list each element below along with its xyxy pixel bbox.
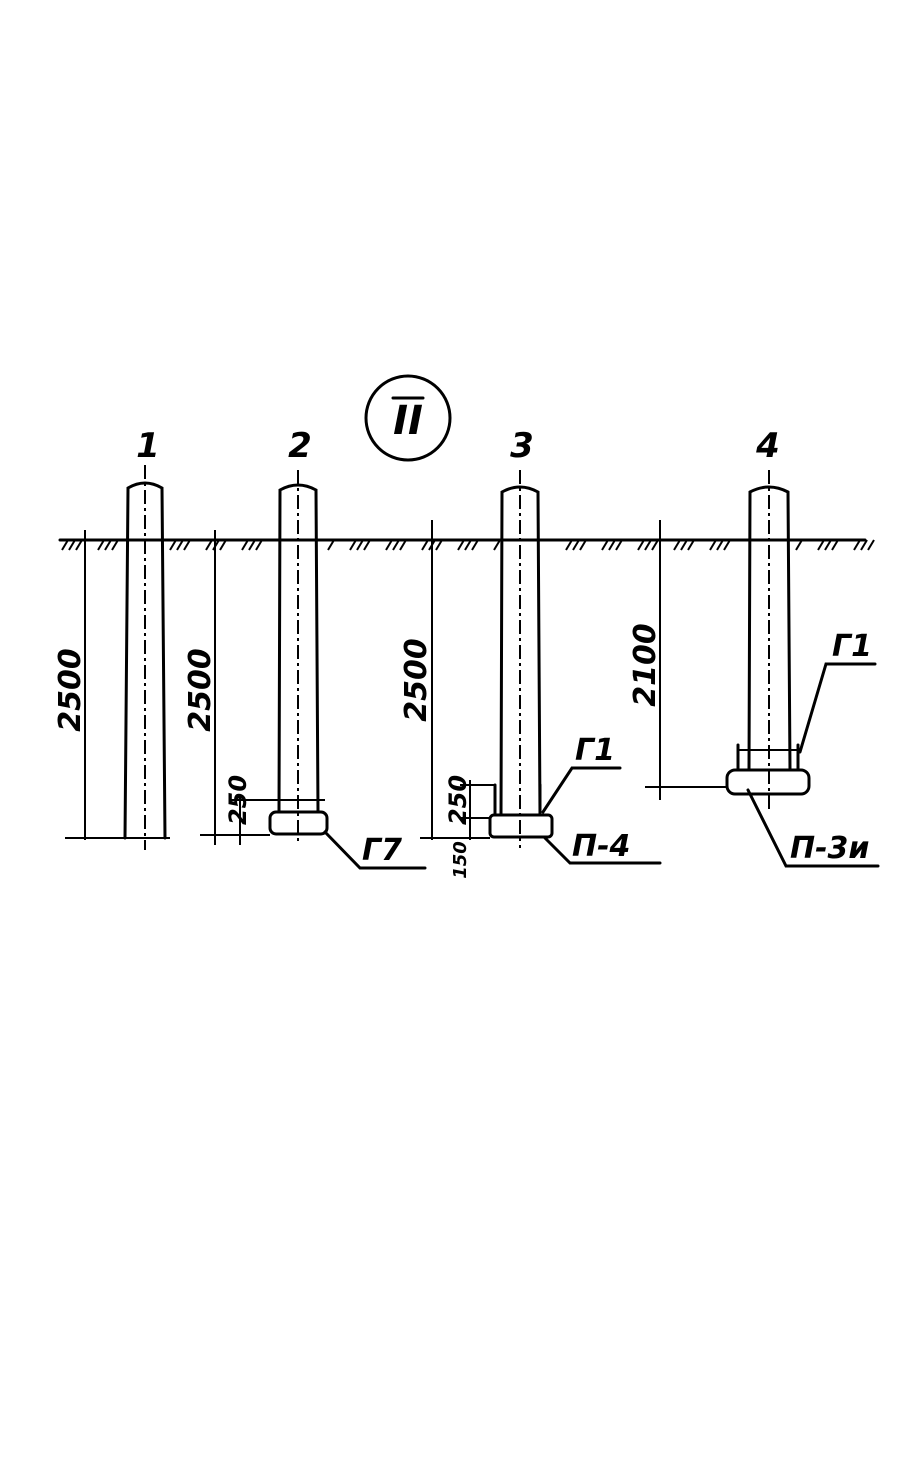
foot-height-label-2: 250	[224, 775, 252, 825]
depth-label-3: 2500	[399, 638, 434, 722]
ground-hatch-mark	[248, 539, 256, 551]
depth-label-2: 2500	[183, 648, 218, 732]
ground-hatch-mark	[349, 539, 357, 551]
ground-hatch-mark	[183, 539, 191, 551]
ground-hatch-mark	[493, 539, 501, 551]
post-number-4: 4	[755, 426, 780, 466]
ground-hatch-mark	[111, 539, 119, 551]
ground-hatch-mark	[75, 539, 83, 551]
ground-hatch-mark	[363, 539, 371, 551]
ground-hatch-mark	[356, 539, 364, 551]
ground-hatch-mark	[853, 539, 861, 551]
ground-hatch-mark	[831, 539, 839, 551]
ground-hatch-mark	[572, 539, 580, 551]
ground-hatch-mark	[637, 539, 645, 551]
ground-hatch-mark	[61, 539, 69, 551]
callout-4-bottom: П-3и	[790, 831, 869, 866]
ground-hatch-mark	[176, 539, 184, 551]
ground-hatch-mark	[716, 539, 724, 551]
ground-hatch-mark	[392, 539, 400, 551]
ground-hatch-mark	[205, 539, 213, 551]
ground-hatch-mark	[104, 539, 112, 551]
ground-hatch-mark	[169, 539, 177, 551]
ground-hatch-mark	[579, 539, 587, 551]
ground-hatch-mark	[68, 539, 76, 551]
ground-hatch-mark	[723, 539, 731, 551]
callout-4-top: Г1	[832, 629, 872, 664]
ground-hatch-mark	[219, 539, 227, 551]
ground-hatch-mark	[464, 539, 472, 551]
ground-hatch-mark	[860, 539, 868, 551]
slab-height-label-3: 150	[450, 841, 471, 879]
ground-hatch-mark	[327, 539, 335, 551]
depth-label-1: 2500	[53, 648, 88, 732]
ground-hatch-mark	[824, 539, 832, 551]
ground-hatch-mark	[385, 539, 393, 551]
callout-3-top: Г1	[575, 733, 615, 768]
post-2: 2500 250 Г7	[183, 470, 427, 870]
ground-hatch-mark	[651, 539, 659, 551]
ground-hatch-mark	[97, 539, 105, 551]
ground-hatch-mark	[471, 539, 479, 551]
post-number-2: 2	[288, 426, 312, 466]
depth-label-4: 2100	[628, 623, 663, 707]
post-1: 2500	[53, 465, 170, 850]
post-number-1: 1	[136, 426, 160, 466]
post-number-3: 3	[510, 426, 534, 466]
ground-line	[58, 538, 875, 551]
ground-hatch-mark	[673, 539, 681, 551]
ground-hatch-mark	[709, 539, 717, 551]
ground-hatch-mark	[687, 539, 695, 551]
callout-3-bottom: П-4	[572, 829, 630, 864]
ground-hatch-mark	[457, 539, 465, 551]
post-4: 2100 Г1 П-3и	[628, 470, 880, 868]
callout-2: Г7	[362, 833, 402, 868]
ground-hatch-mark	[601, 539, 609, 551]
ground-hatch-mark	[421, 539, 429, 551]
ground-hatch-mark	[795, 539, 803, 551]
ground-hatch-mark	[644, 539, 652, 551]
ground-hatch-mark	[241, 539, 249, 551]
post-3: 2500 250 150 Г1 П-4	[399, 470, 662, 879]
ground-hatch-mark	[817, 539, 825, 551]
ground-hatch-mark	[435, 539, 443, 551]
ground-hatch-mark	[255, 539, 263, 551]
section-mark-label: II	[393, 398, 423, 444]
section-mark: II	[364, 374, 452, 462]
ground-hatch-mark	[565, 539, 573, 551]
ground-hatch-mark	[399, 539, 407, 551]
foot-height-label-3: 250	[444, 775, 472, 825]
ground-hatch-mark	[615, 539, 623, 551]
ground-hatch-mark	[867, 539, 875, 551]
ground-hatch-mark	[608, 539, 616, 551]
ground-hatch-mark	[680, 539, 688, 551]
